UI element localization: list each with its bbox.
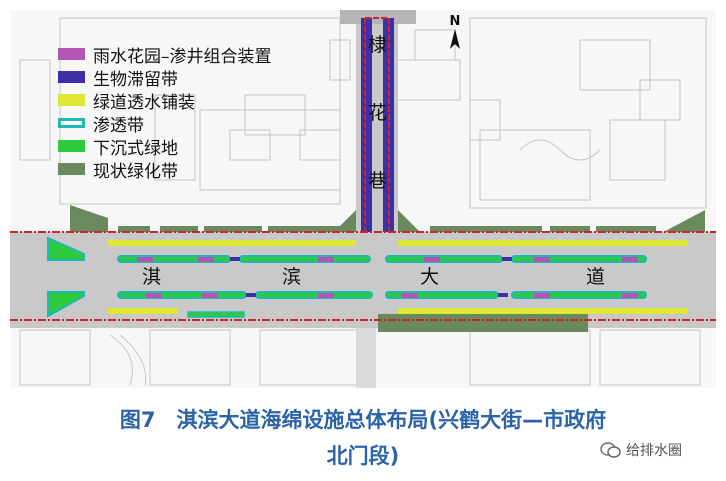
legend-item: 渗透带 xyxy=(58,113,272,136)
legend-item: 下沉式绿地 xyxy=(58,136,272,159)
road-label: 巷 xyxy=(368,170,388,192)
figure-caption-line1: 图7 淇滨大道海绵设施总体布局(兴鹤大街—市政府 xyxy=(119,408,607,432)
road-label: 大 xyxy=(420,266,440,288)
legend-swatch-existing-green xyxy=(58,163,85,175)
sunken-green-south xyxy=(187,311,245,318)
legend-item: 绿道透水铺装 xyxy=(58,90,272,113)
road-label: 棣 xyxy=(368,34,388,56)
rain-garden-units xyxy=(137,257,638,298)
road-label: 花 xyxy=(368,102,388,124)
legend-label: 下沉式绿地 xyxy=(93,138,178,159)
road-label: 淇 xyxy=(142,266,162,288)
side-road-bioretention-west xyxy=(361,18,372,233)
south-road-stub xyxy=(356,328,376,388)
north-label: N xyxy=(449,14,461,29)
legend-swatch-rain-garden xyxy=(58,48,85,60)
permeable-paving-strips xyxy=(108,240,688,314)
existing-green-belt-south xyxy=(378,314,588,332)
legend-label: 绿道透水铺装 xyxy=(93,92,195,113)
watermark: 给排水圈 xyxy=(600,440,682,460)
chat-bubble-icon xyxy=(600,442,621,458)
legend-item: 现状绿化带 xyxy=(58,159,272,182)
sunken-green-west-south xyxy=(47,291,85,318)
legend-swatch-bioretention xyxy=(58,71,85,83)
legend-swatch-permeable-paving xyxy=(58,94,85,106)
buildings-north xyxy=(19,17,707,209)
watermark-text: 给排水圈 xyxy=(626,443,682,459)
legend-item: 生物滞留带 xyxy=(58,67,272,90)
bioretention-units xyxy=(230,257,512,297)
north-arrow-icon xyxy=(450,29,460,49)
sunken-green-west-north xyxy=(47,236,85,261)
legend-swatch-sunken-green xyxy=(58,140,85,152)
figure-caption-line2: 北门段) xyxy=(326,444,400,468)
north-arrow: N xyxy=(448,14,462,55)
legend-item: 雨水花园–渗井组合装置 xyxy=(58,44,272,67)
road-label: 道 xyxy=(586,266,606,288)
sponge-facility-map xyxy=(10,10,716,388)
legend-label: 现状绿化带 xyxy=(93,161,178,182)
road-label: 滨 xyxy=(282,266,302,288)
legend-label: 渗透带 xyxy=(93,115,144,136)
legend: 雨水花园–渗井组合装置 生物滞留带 绿道透水铺装 渗透带 下沉式绿地 现状绿化带 xyxy=(58,44,272,182)
legend-label: 生物滞留带 xyxy=(93,69,178,90)
legend-swatch-infiltration-strip xyxy=(58,118,85,128)
legend-label: 雨水花园–渗井组合装置 xyxy=(93,46,272,67)
